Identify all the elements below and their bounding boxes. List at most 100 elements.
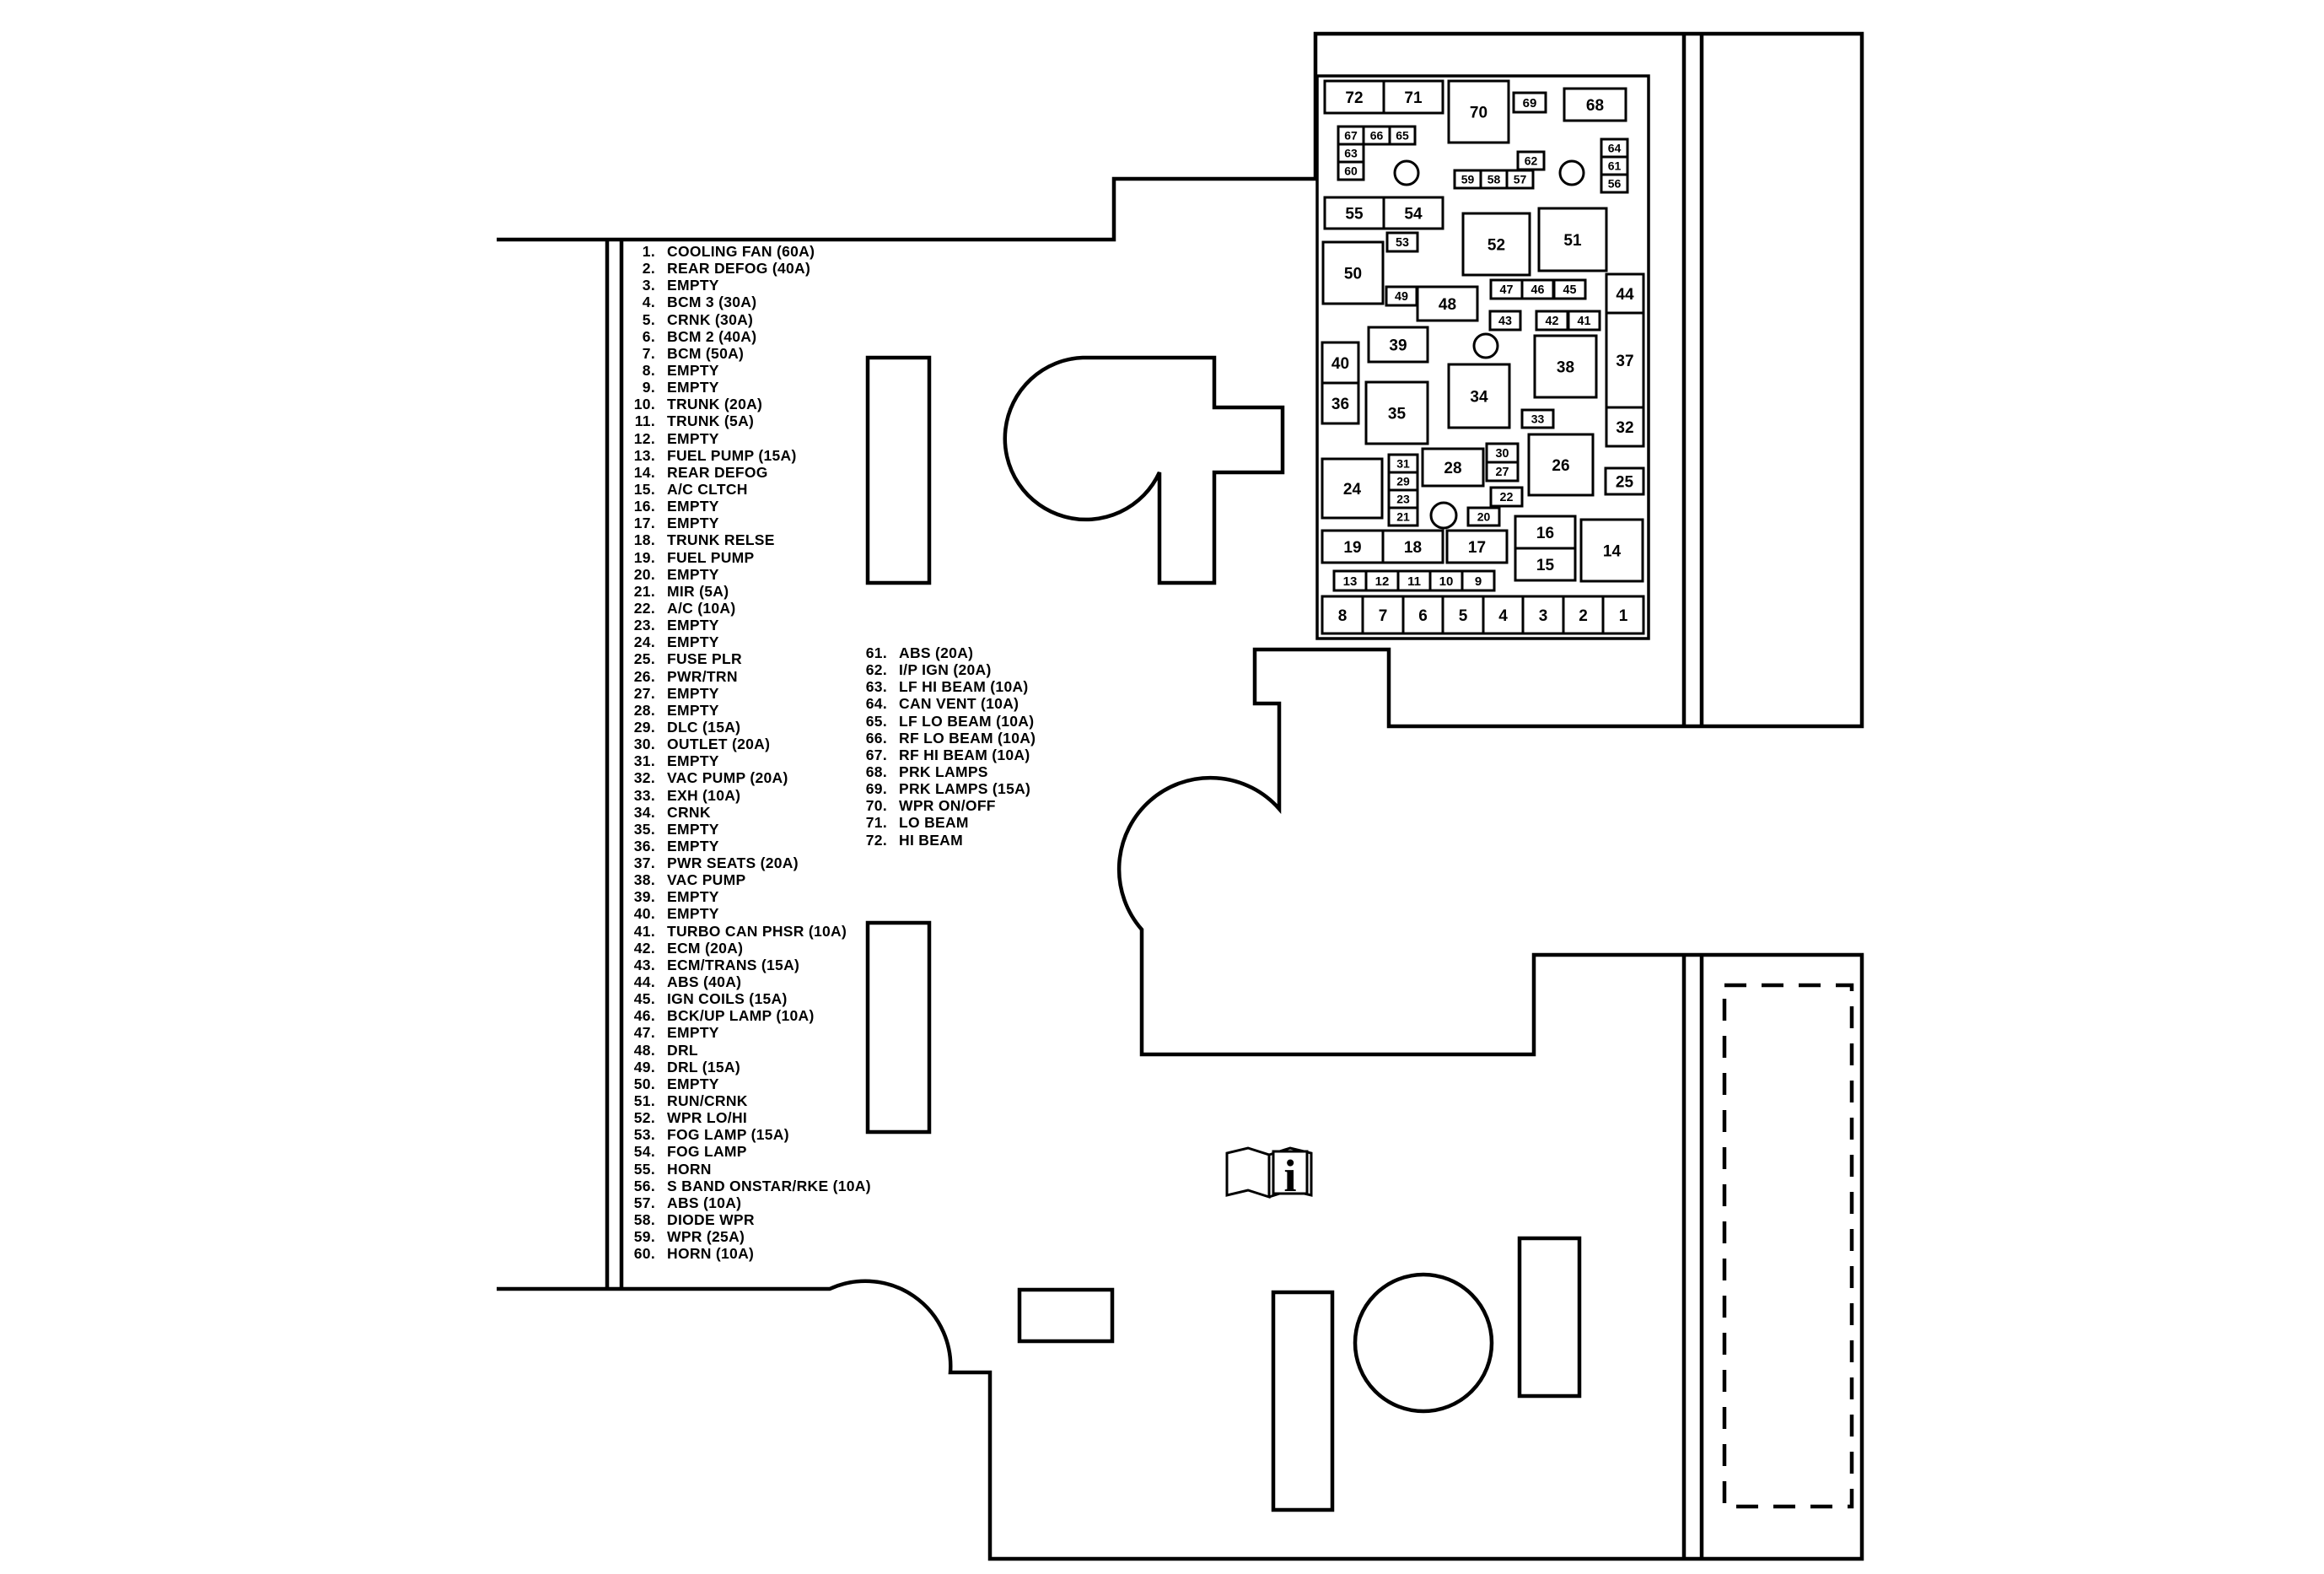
fuse-number: 63 <box>1344 147 1358 160</box>
legend-item: 37. PWR SEATS (20A) <box>629 854 871 871</box>
legend-item-number: 23. <box>633 617 655 634</box>
fuse-slot-18: 18 <box>1381 529 1444 564</box>
legend-item-label: ECM/TRANS (15A) <box>667 956 800 973</box>
legend-item-label: OUTLET (20A) <box>667 736 771 753</box>
legend-item-label: EMPTY <box>667 515 719 532</box>
legend-item-number: 15. <box>633 480 655 498</box>
legend-item: 53.FOG LAMP (15A) <box>629 1126 871 1143</box>
fuse-number: 44 <box>1616 286 1634 304</box>
fuse-number: 19 <box>1343 539 1361 557</box>
fuse-number: 55 <box>1345 205 1364 223</box>
legend-item: 49.DRL (15A) <box>629 1059 871 1075</box>
fuse-number: 42 <box>1546 315 1559 328</box>
legend-item-label: COOLING FAN (60A) <box>667 243 815 260</box>
fuse-number: 36 <box>1331 396 1349 413</box>
fuse-number: 49 <box>1395 290 1408 304</box>
legend-item: 67.RF HI BEAM (10A) <box>861 747 1036 763</box>
legend-item-label: WPR ON/OFF <box>899 797 996 815</box>
fuse-legend-left: 1.COOLING FAN (60A)2.REAR DEFOG (40A)3.E… <box>629 243 871 1262</box>
fuse-number: 32 <box>1616 419 1633 437</box>
legend-item-label: A/C CLTCH <box>667 480 748 498</box>
fuse-slot-53: 53 <box>1385 231 1419 253</box>
legend-item-number: 25. <box>633 650 655 668</box>
fuse-slot-4: 4 <box>1482 595 1525 635</box>
fuse-number: 64 <box>1608 142 1622 155</box>
legend-item: 6.BCM 2 (40A) <box>629 328 871 345</box>
legend-item-number: 55. <box>633 1160 655 1178</box>
fuse-slot-2: 2 <box>1562 595 1605 635</box>
fuse-slot-30: 30 <box>1485 442 1520 464</box>
legend-item-number: 58. <box>633 1211 655 1229</box>
fuse-number: 56 <box>1608 177 1622 191</box>
fuse-number: 61 <box>1608 159 1622 173</box>
legend-item-label: WPR LO/HI <box>667 1109 748 1127</box>
fuse-number: 62 <box>1525 154 1538 168</box>
fuse-number: 1 <box>1619 607 1628 625</box>
fuse-number: 33 <box>1531 412 1545 426</box>
fuse-slot-21: 21 <box>1387 506 1419 527</box>
fuse-slot-12: 12 <box>1364 569 1400 592</box>
legend-item-label: EMPTY <box>667 277 719 294</box>
fuse-number: 54 <box>1404 205 1423 223</box>
fuse-slot-22: 22 <box>1489 486 1524 508</box>
legend-item-label: PWR SEATS (20A) <box>667 854 799 872</box>
legend-item-number: 37. <box>633 854 655 872</box>
legend-item: 17. EMPTY <box>629 515 871 531</box>
legend-item-number: 22. <box>633 599 655 617</box>
legend-item-number: 54. <box>633 1143 655 1161</box>
fuse-number: 45 <box>1563 283 1577 297</box>
legend-item: 21. MIR (5A) <box>629 583 871 600</box>
legend-item-label: S BAND ONSTAR/RKE (10A) <box>667 1177 871 1194</box>
legend-item-number: 48. <box>633 1041 655 1059</box>
legend-item-number: 70. <box>865 797 887 815</box>
fuse-number: 2 <box>1579 607 1588 625</box>
legend-item: 38.VAC PUMP <box>629 871 871 888</box>
legend-item-number: 10. <box>633 396 655 413</box>
fuse-number: 9 <box>1475 574 1482 589</box>
fuse-slot-16: 16 <box>1514 515 1577 550</box>
legend-item: 33.EXH (10A) <box>629 787 871 804</box>
legend-item: 69.PRK LAMPS (15A) <box>861 780 1036 797</box>
fuse-slot-67: 67 <box>1337 125 1365 146</box>
legend-item: 46.BCK/UP LAMP (10A) <box>629 1007 871 1024</box>
legend-item: 9.EMPTY <box>629 379 871 396</box>
fuse-number: 50 <box>1344 265 1362 283</box>
legend-item-number: 12. <box>633 429 655 447</box>
fuse-number: 8 <box>1338 607 1348 625</box>
legend-item: 12.EMPTY <box>629 430 871 447</box>
legend-item-number: 17. <box>633 515 655 532</box>
legend-item-number: 26. <box>633 667 655 685</box>
legend-item-label: ABS (40A) <box>667 973 742 991</box>
fuse-slot-44: 44 <box>1605 272 1645 315</box>
fuse-slot-65: 65 <box>1388 125 1417 146</box>
fuse-slot-71: 71 <box>1382 79 1444 115</box>
fuse-slot-52: 52 <box>1461 212 1531 277</box>
legend-item-number: 46. <box>633 1007 655 1025</box>
legend-item-label: IGN COILS (15A) <box>667 990 788 1008</box>
fuse-number: 65 <box>1396 129 1409 143</box>
bottom-tall-rect-right <box>1517 1236 1582 1399</box>
legend-item: 51.RUN/CRNK <box>629 1092 871 1109</box>
legend-item-label: MIR (5A) <box>667 582 729 600</box>
legend-item: 16.EMPTY <box>629 498 871 515</box>
fuse-number: 20 <box>1477 510 1491 524</box>
legend-item-number: 59. <box>633 1228 655 1246</box>
legend-item: 56. S BAND ONSTAR/RKE (10A) <box>629 1178 871 1194</box>
fuse-number: 58 <box>1487 173 1501 186</box>
legend-item-label: HORN <box>667 1160 712 1178</box>
fuse-number: 39 <box>1389 337 1407 354</box>
legend-item-number: 34. <box>633 803 655 821</box>
legend-item-label: VAC PUMP <box>667 871 746 889</box>
fuse-number: 47 <box>1500 283 1514 297</box>
legend-item-number: 45. <box>633 990 655 1008</box>
legend-item-number: 56. <box>633 1177 655 1194</box>
legend-item-label: EMPTY <box>667 379 719 396</box>
fuse-slot-20: 20 <box>1466 506 1501 527</box>
keyhole-shape <box>1003 355 1285 585</box>
legend-item-number: 7. <box>642 344 655 362</box>
fuse-slot-61: 61 <box>1600 155 1629 176</box>
fuse-number: 22 <box>1500 491 1514 504</box>
legend-item-number: 4. <box>642 294 655 311</box>
fuse-slot-38: 38 <box>1533 334 1598 399</box>
legend-item-number: 21. <box>633 582 655 600</box>
